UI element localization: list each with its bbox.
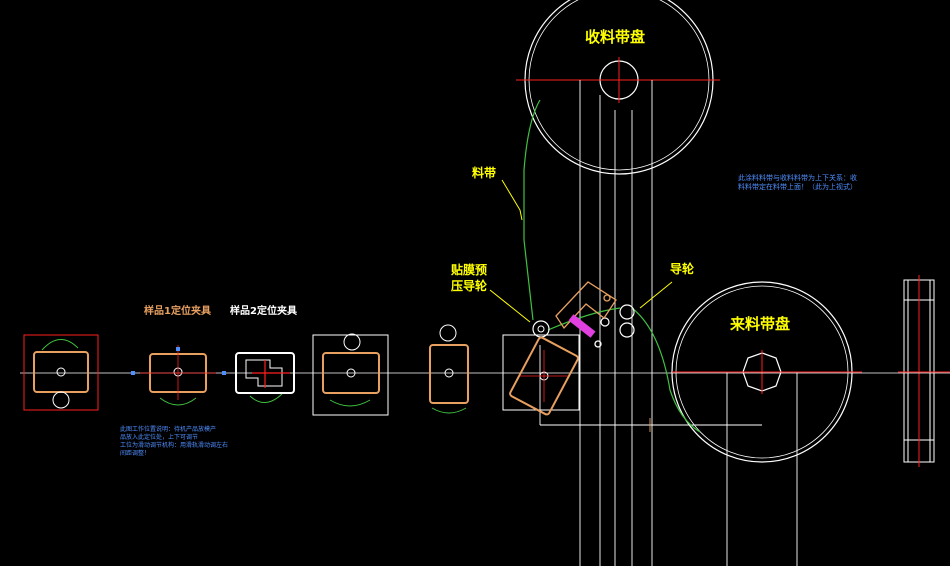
guide-wheels: [600, 304, 635, 338]
press-roller-label-2: 压导轮: [451, 278, 488, 293]
supply-reel-label: 来料带盘: [729, 315, 790, 333]
tape-path: [523, 99, 701, 433]
station-5: [429, 324, 469, 414]
station-1: [23, 334, 99, 411]
note-left-line-4: 间距调整！: [120, 449, 150, 457]
station-fixture-2: [235, 352, 295, 403]
fixture-1-label: 样品1定位夹具: [144, 304, 211, 317]
note-left-line-3: 工位为滑动调节机构：用滑轨滑动调左右: [120, 441, 228, 449]
leader-lines: [489, 179, 673, 323]
film-strip: [568, 314, 596, 338]
base-frame: [539, 345, 762, 432]
takeup-reel: [516, 0, 720, 175]
note-left-line-2: 品放入此定位处，上下可调节: [120, 433, 198, 441]
station-4: [312, 333, 389, 416]
note-right-line-1: 此涂料料带与收料料带为上下关系：收: [738, 173, 857, 182]
press-roller-label-1: 贴膜预: [451, 262, 487, 277]
note-right-line-2: 料料带定在料带上面！（此为上视式）: [738, 182, 857, 191]
applicator-arm: [555, 281, 617, 348]
side-view-reel: [898, 275, 950, 467]
station-fixture-1: [131, 345, 226, 406]
frame-columns: [579, 80, 798, 566]
takeup-reel-label: 收料带盘: [585, 28, 645, 46]
guide-wheel-label: 导轮: [670, 261, 695, 276]
fixture-2-label: 样品2定位夹具: [230, 304, 297, 317]
note-left-line-1: 此图工作位置说明：待机产品放模产: [120, 425, 216, 433]
station-applicator: [502, 334, 580, 416]
supply-reel: [671, 281, 862, 463]
tape-label: 料带: [472, 165, 496, 180]
